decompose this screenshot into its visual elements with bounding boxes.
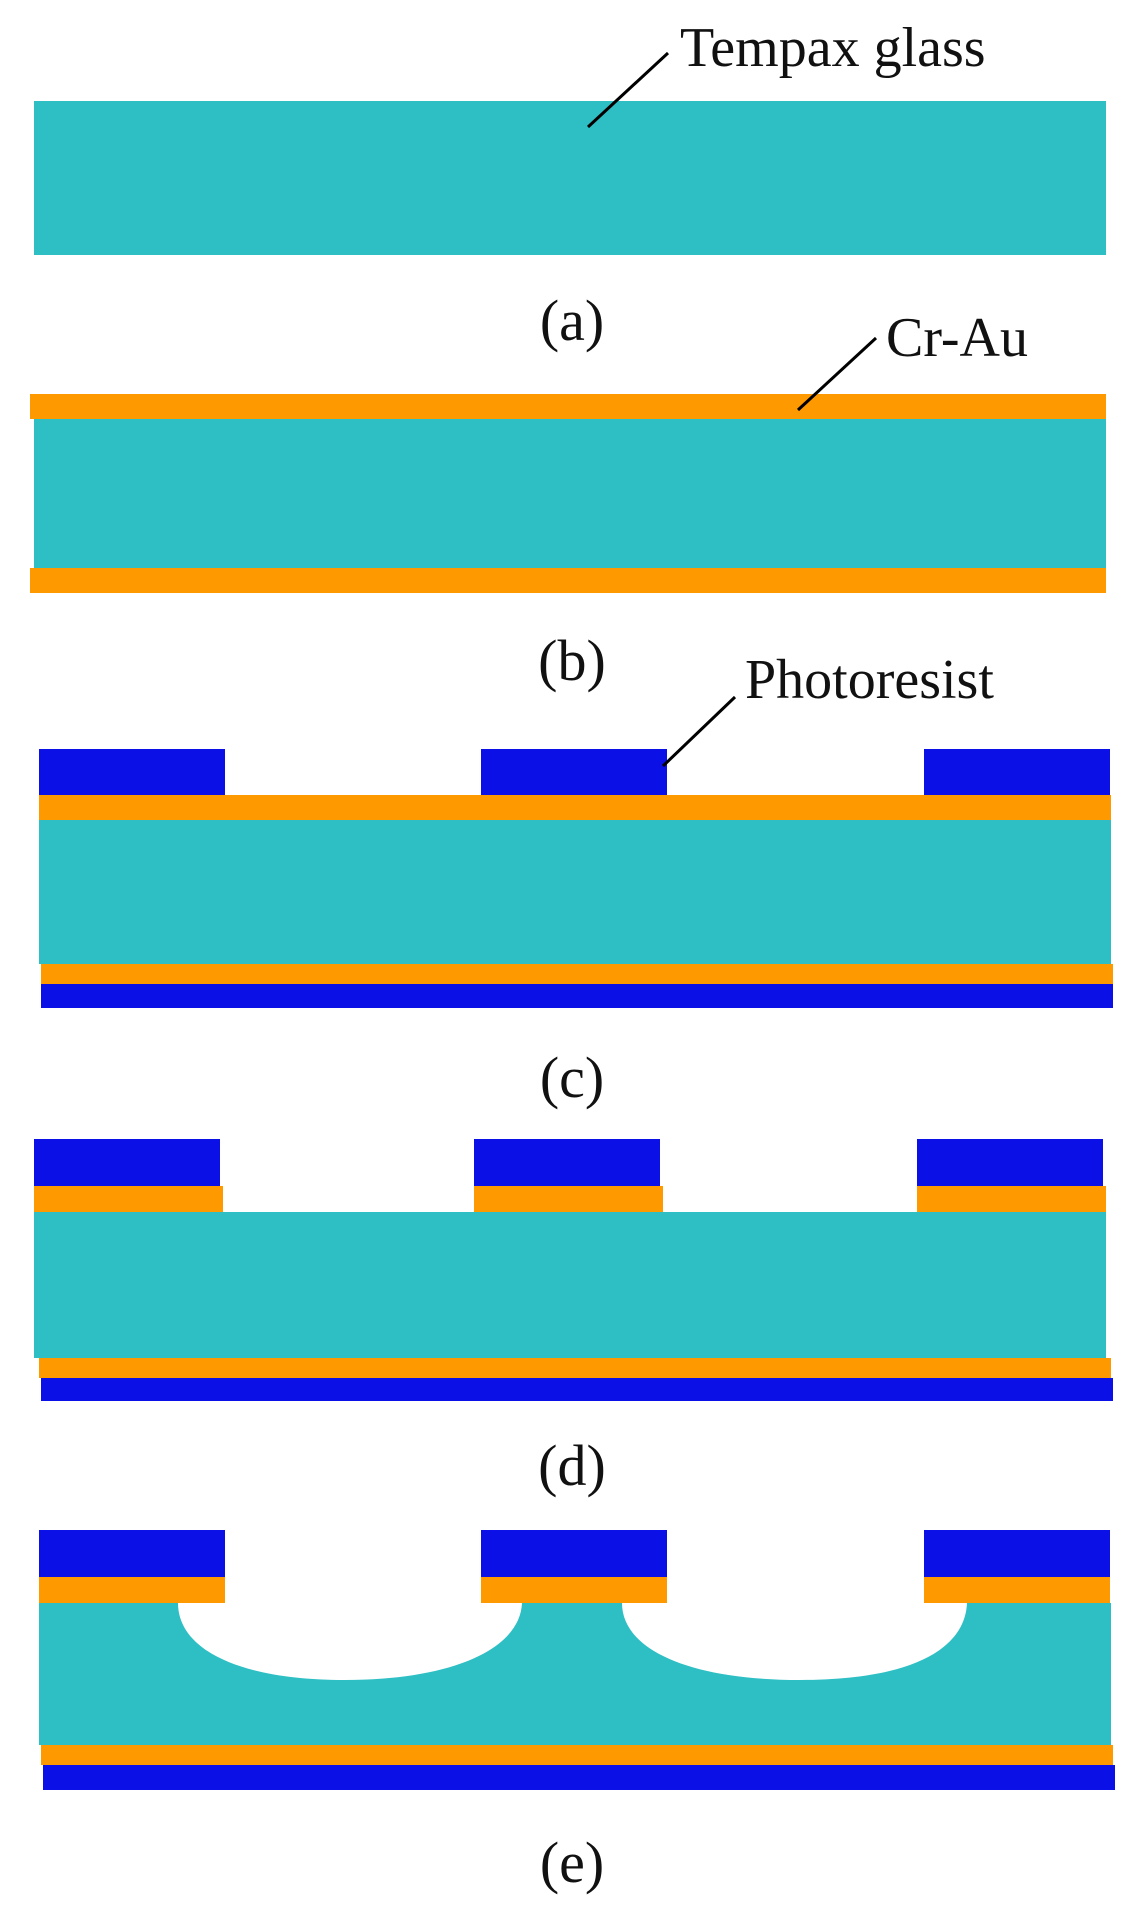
step-d: (d) bbox=[34, 1139, 1113, 1498]
step-a-caption: (a) bbox=[540, 288, 604, 353]
cr-au-pad-left bbox=[39, 1577, 225, 1603]
photoresist-block-left bbox=[39, 749, 225, 795]
photoresist-block-right bbox=[924, 749, 1110, 795]
step-c-caption: (c) bbox=[540, 1045, 604, 1110]
step-c: Photoresist (c) bbox=[39, 649, 1113, 1110]
glass-substrate bbox=[39, 820, 1111, 964]
photoresist-label: Photoresist bbox=[745, 649, 994, 711]
cr-au-pad-center bbox=[481, 1577, 667, 1603]
cr-au-bottom-layer bbox=[41, 964, 1113, 984]
step-e-caption: (e) bbox=[540, 1830, 604, 1895]
glass-substrate bbox=[34, 419, 1106, 568]
cr-au-pad-center bbox=[474, 1186, 663, 1212]
glass-leader-line bbox=[586, 51, 670, 129]
etched-glass-substrate bbox=[39, 1603, 1111, 1745]
photoresist-block-left bbox=[34, 1139, 220, 1186]
cr-au-bottom-layer bbox=[41, 1745, 1113, 1765]
photoresist-block-center bbox=[481, 1530, 667, 1577]
photoresist-bottom-layer bbox=[41, 1378, 1113, 1401]
cr-au-label: Cr-Au bbox=[886, 307, 1028, 369]
cr-au-leader-line bbox=[796, 336, 878, 412]
photoresist-bottom-layer bbox=[43, 1765, 1115, 1790]
step-e: (e) bbox=[39, 1530, 1115, 1895]
glass-substrate bbox=[34, 101, 1106, 255]
cr-au-pad-right bbox=[924, 1577, 1110, 1603]
cr-au-pad-left bbox=[34, 1186, 223, 1212]
photoresist-block-left bbox=[39, 1530, 225, 1577]
photoresist-block-center bbox=[474, 1139, 660, 1186]
photoresist-block-center bbox=[481, 749, 667, 795]
cr-au-bottom-layer bbox=[30, 568, 1106, 593]
photoresist-leader-line bbox=[661, 695, 737, 768]
cr-au-top-layer bbox=[30, 394, 1106, 419]
step-b-caption: (b) bbox=[538, 628, 606, 693]
glass-label: Tempax glass bbox=[680, 17, 986, 79]
step-b: Cr-Au (b) bbox=[30, 307, 1106, 693]
cr-au-top-layer bbox=[39, 795, 1111, 820]
glass-substrate bbox=[34, 1212, 1106, 1358]
cr-au-bottom-layer bbox=[39, 1358, 1111, 1378]
step-d-caption: (d) bbox=[538, 1433, 606, 1498]
step-a: Tempax glass (a) bbox=[34, 17, 1106, 353]
photoresist-block-right bbox=[924, 1530, 1110, 1577]
photoresist-block-right bbox=[917, 1139, 1103, 1186]
cr-au-pad-right bbox=[917, 1186, 1106, 1212]
photoresist-bottom-layer bbox=[41, 984, 1113, 1008]
